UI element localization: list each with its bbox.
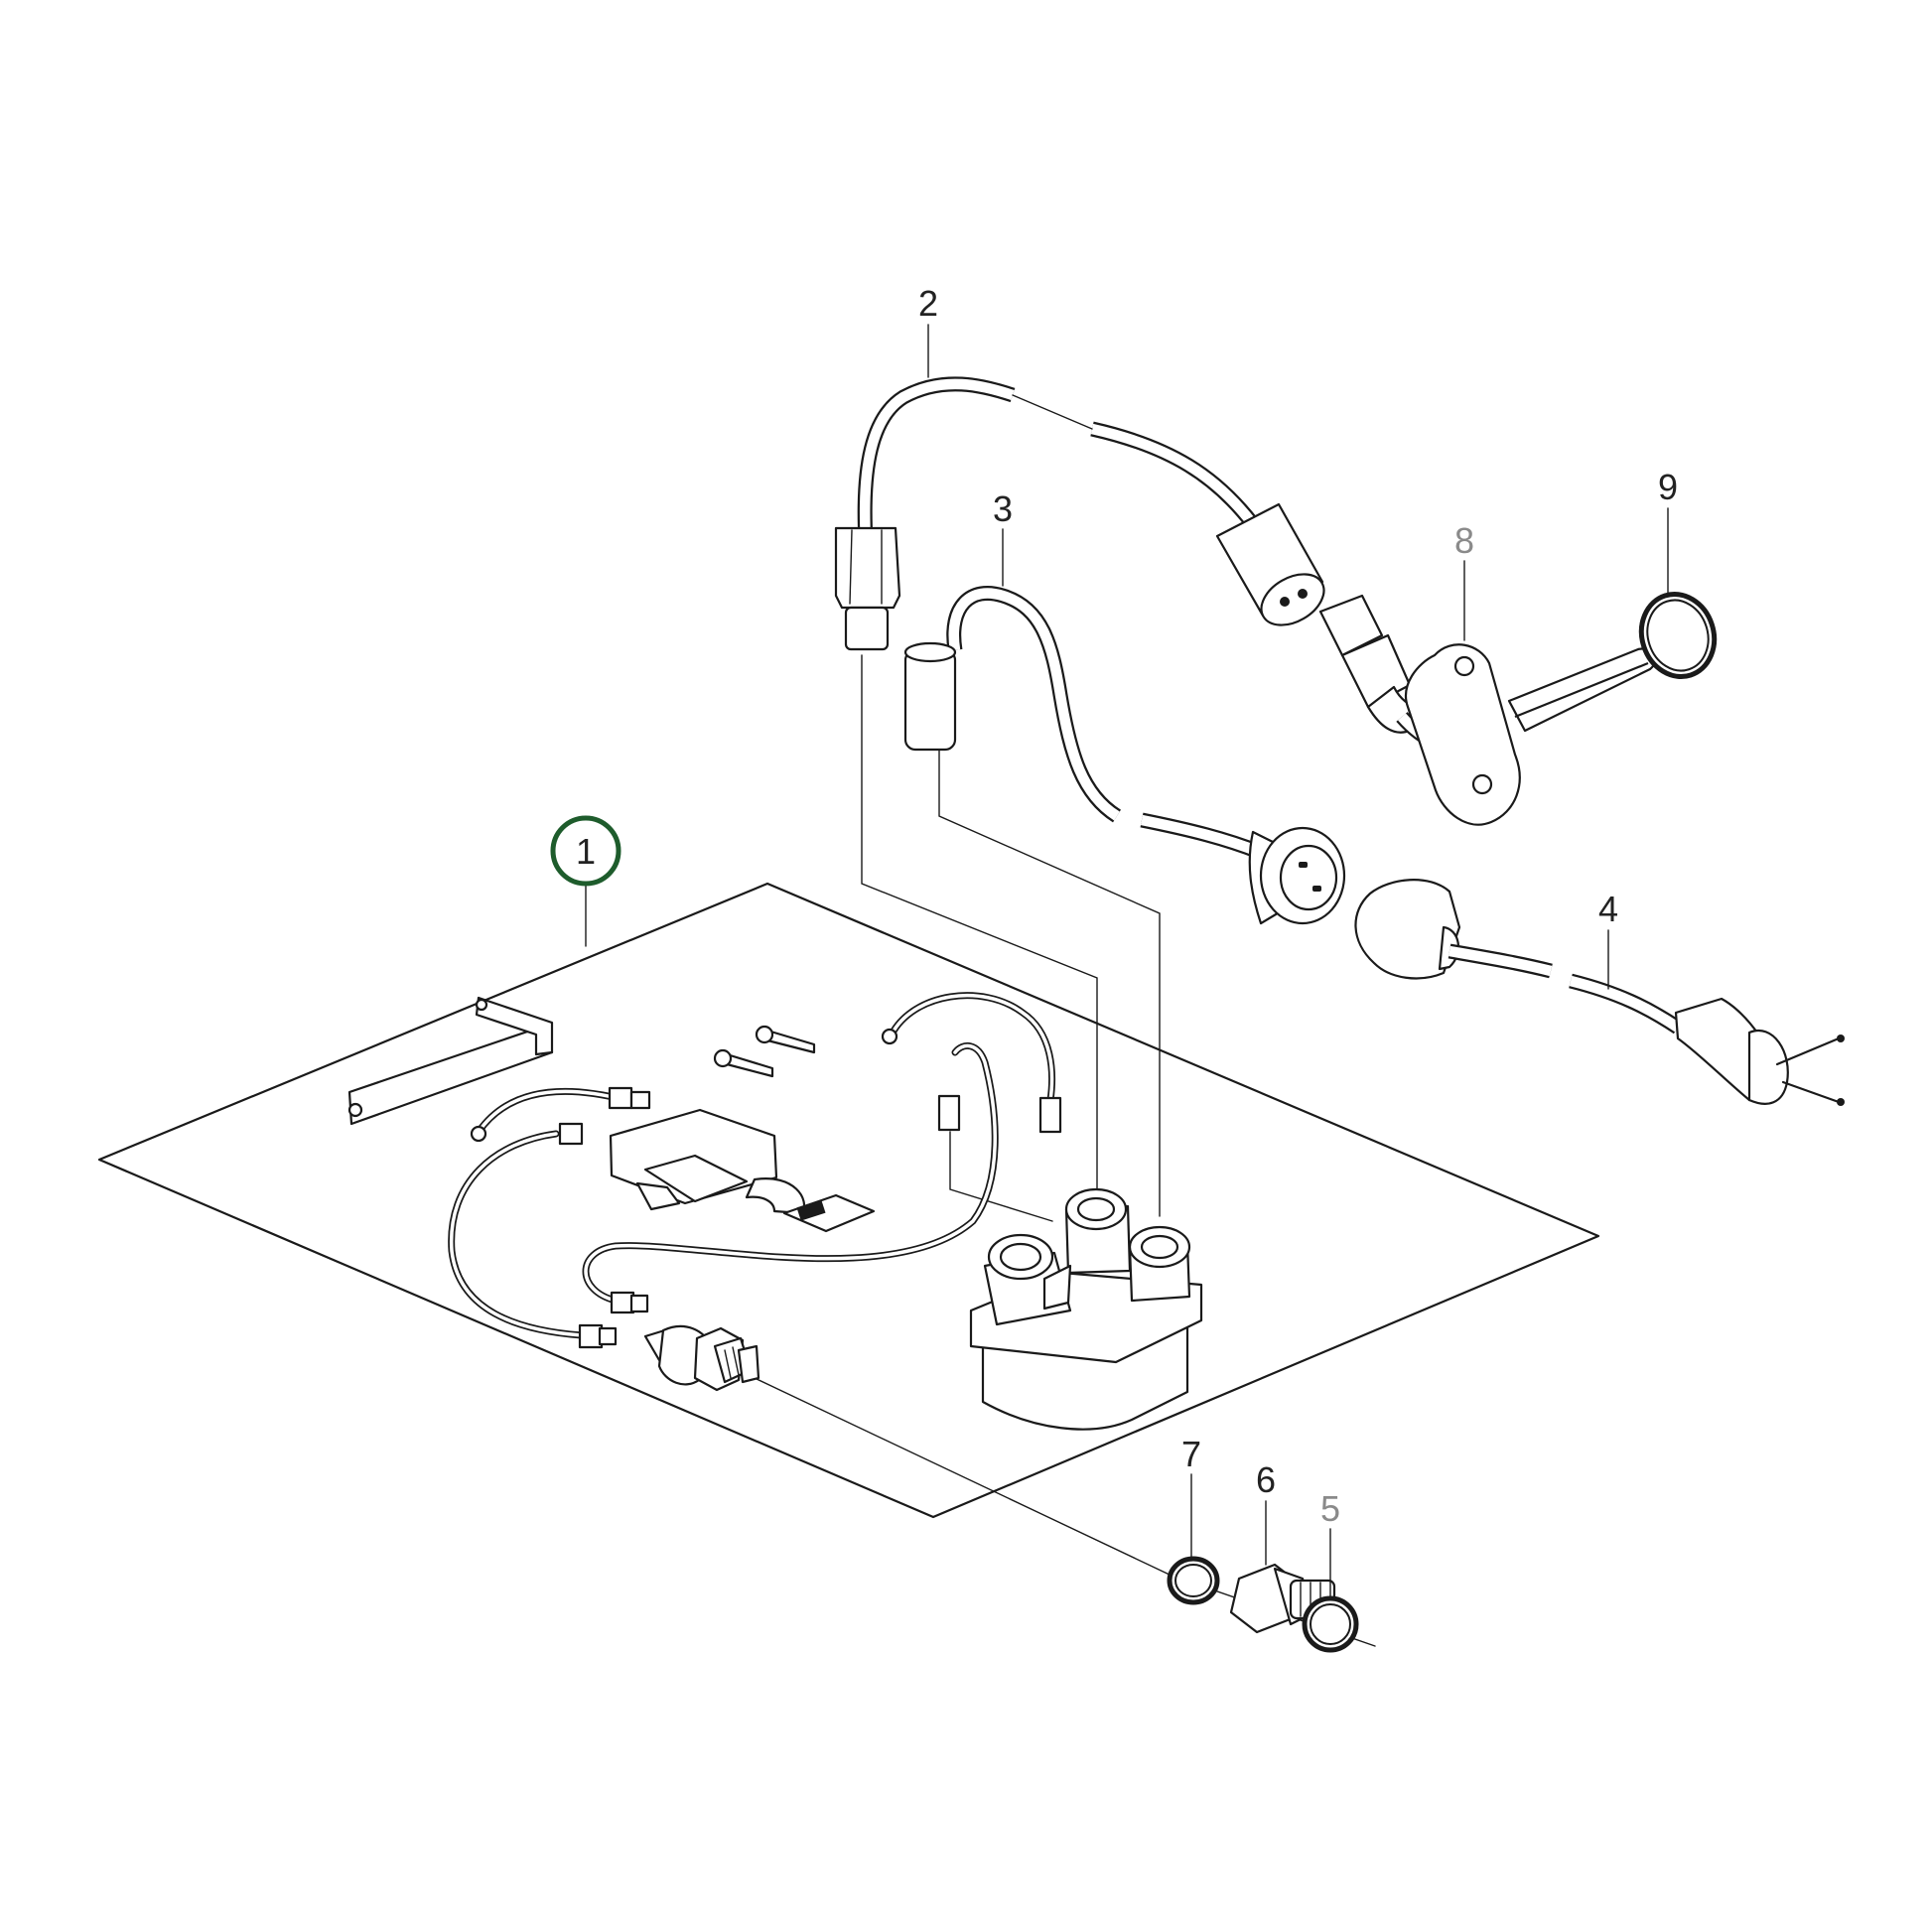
hose-3: [903, 586, 1346, 925]
o-ring-9: [1638, 592, 1718, 679]
kit-sheet: [97, 882, 1600, 1519]
temperature-sensor: [643, 1324, 760, 1392]
washer-5: [1302, 1595, 1359, 1653]
callout-1-highlight-ring: [550, 815, 621, 887]
callout-1[interactable]: 1: [576, 831, 596, 872]
guide-line-wire-left: [949, 1131, 1053, 1222]
control-unit: [969, 1187, 1203, 1431]
callout-7[interactable]: 7: [1181, 1434, 1201, 1474]
wire-harness: [448, 992, 1062, 1349]
guide-line-sensor: [754, 1377, 1173, 1577]
relay-clip: [609, 1108, 876, 1233]
screws: [713, 1025, 816, 1078]
callout-9[interactable]: 9: [1658, 467, 1678, 507]
guide-line-hose-2: [861, 654, 1098, 1197]
callout-5[interactable]: 5: [1320, 1488, 1340, 1529]
callout-8[interactable]: 8: [1454, 520, 1474, 561]
callout-2[interactable]: 2: [918, 283, 938, 324]
hose-2: [834, 376, 1325, 651]
callout-6[interactable]: 6: [1256, 1459, 1276, 1500]
callout-3[interactable]: 3: [993, 488, 1013, 529]
heater-element-8: [1318, 594, 1657, 826]
mounting-bracket: [347, 996, 554, 1126]
guide-line-hose-3: [938, 749, 1161, 1217]
cable-4: [1354, 879, 1845, 1106]
callout-4[interactable]: 4: [1598, 889, 1618, 929]
washer-7: [1167, 1556, 1220, 1605]
